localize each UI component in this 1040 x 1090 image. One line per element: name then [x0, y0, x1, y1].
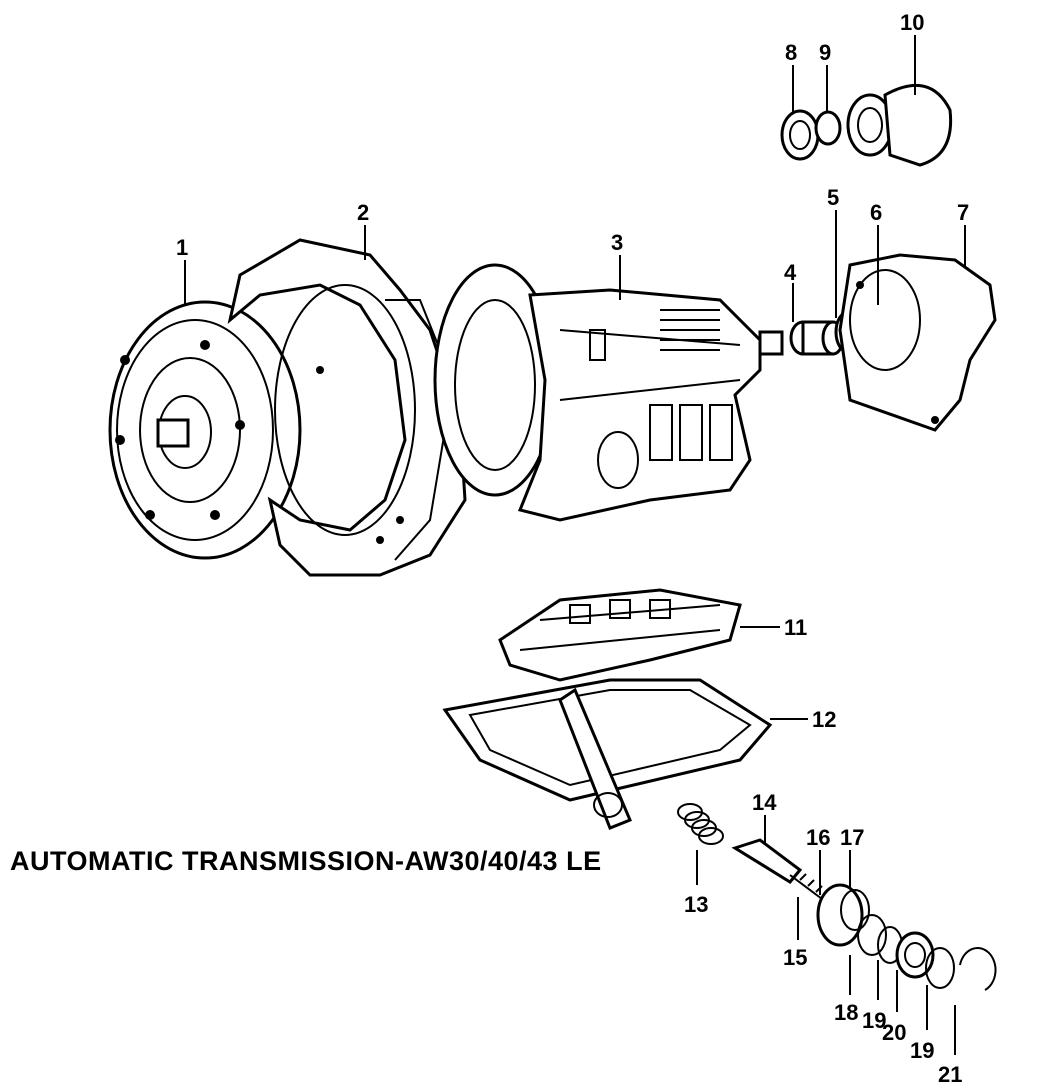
callout-5: 5 [827, 185, 839, 210]
rear-seal-group [780, 83, 953, 167]
callout-15: 15 [783, 945, 807, 970]
torque-converter [108, 300, 302, 560]
valve-body [498, 588, 742, 682]
spring [677, 803, 724, 845]
leader-lines [184, 35, 966, 1055]
callout-19a: 19 [862, 1008, 886, 1033]
callout-9: 9 [819, 40, 831, 65]
output-sleeve [789, 320, 845, 356]
callout-4: 4 [784, 260, 797, 285]
converter-housing [227, 238, 467, 577]
callout-2: 2 [357, 200, 369, 225]
callout-20: 20 [882, 1020, 906, 1045]
callout-7: 7 [957, 200, 969, 225]
callout-8: 8 [785, 40, 797, 65]
callout-10: 10 [900, 10, 924, 35]
callout-11: 11 [784, 615, 807, 640]
callout-18: 18 [834, 1000, 858, 1025]
callout-19b: 19 [910, 1038, 934, 1063]
oil-pan [442, 678, 773, 830]
piston-rings [857, 914, 997, 991]
callout-labels: 1 2 3 4 5 6 7 8 9 10 11 12 13 14 15 16 1… [176, 10, 969, 1087]
callout-16: 16 [806, 825, 830, 850]
callout-14: 14 [752, 790, 777, 815]
callout-13: 13 [684, 892, 708, 917]
callout-1: 1 [176, 235, 188, 260]
piston [816, 883, 870, 947]
callout-21: 21 [938, 1062, 962, 1087]
callout-12: 12 [812, 707, 836, 732]
callout-17: 17 [840, 825, 864, 850]
extension-housing [838, 253, 997, 432]
callout-3: 3 [611, 230, 623, 255]
callout-6: 6 [870, 200, 882, 225]
transmission-case [433, 263, 784, 522]
diagram-caption: AUTOMATIC TRANSMISSION-AW30/40/43 LE [10, 846, 602, 876]
